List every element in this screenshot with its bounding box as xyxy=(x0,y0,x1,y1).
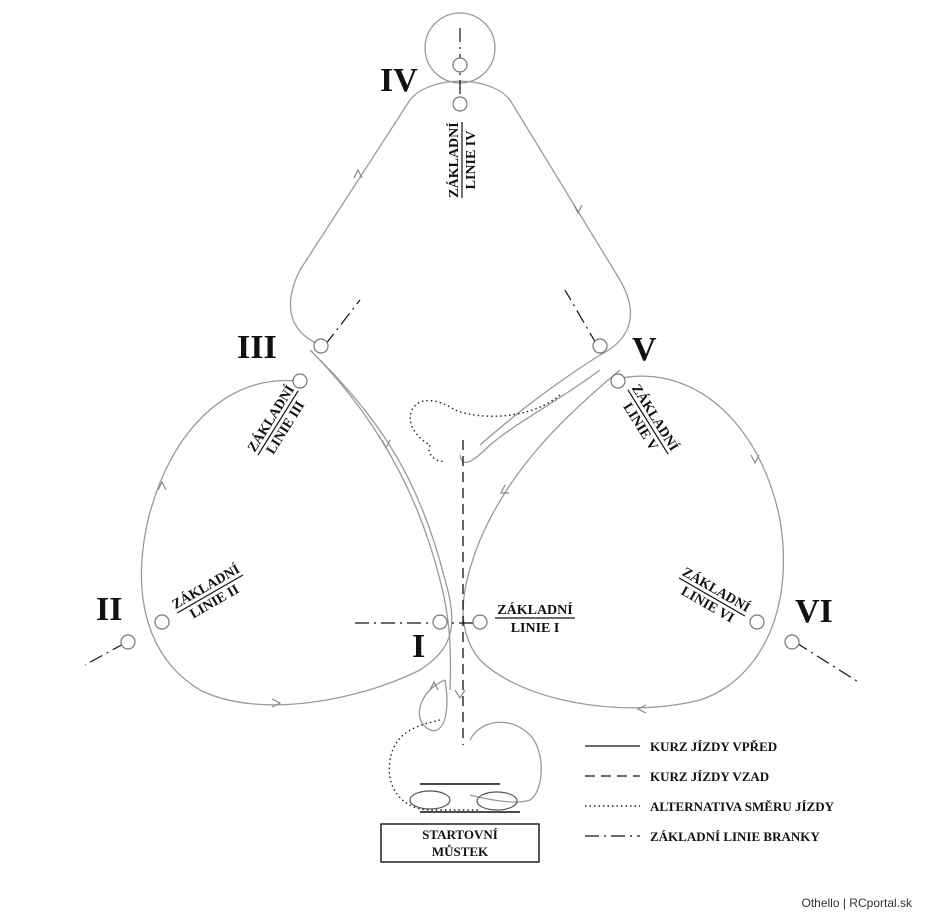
start-pier-line2: MŮSTEK xyxy=(432,844,489,859)
left-course-loop xyxy=(140,359,453,706)
arrow-right-bottom-left xyxy=(271,698,282,708)
centre-crossing-curve xyxy=(459,369,601,464)
buoy-i-right xyxy=(472,614,488,630)
start-pier: STARTOVNÍ MŮSTEK xyxy=(380,783,540,863)
legend-backward-label: KURZ JÍZDY VZAD xyxy=(650,769,769,784)
baseline-label-v: ZÁKLADNÍ LINIE V xyxy=(620,381,682,455)
credit-text: Othello | RCportal.sk xyxy=(802,896,913,910)
baseline-v-mark xyxy=(564,289,598,346)
baseline-label-vi-rule xyxy=(678,577,746,617)
legend-forward-label: KURZ JÍZDY VPŘED xyxy=(650,739,777,754)
buoy-vi-outer xyxy=(784,634,800,650)
baseline-label-iv-bottom: LINIE IV xyxy=(464,131,479,190)
legend: KURZ JÍZDY VPŘED KURZ JÍZDY VZAD ALTERNA… xyxy=(585,739,835,844)
buoy-iii-inner xyxy=(292,373,308,389)
alternative-paths xyxy=(388,394,561,811)
gate-labels: IV III V II I VI xyxy=(96,62,833,665)
baseline-ii-mark xyxy=(84,642,126,666)
baseline-vi-mark xyxy=(794,641,861,684)
buoy-i-left xyxy=(432,614,448,630)
start-right-loop xyxy=(469,721,542,803)
gate-label-vi: VI xyxy=(795,593,833,630)
arrow-down-inner-left xyxy=(381,439,391,450)
baseline-label-vi: ZÁKLADNÍ LINIE VI xyxy=(678,563,753,626)
baseline-label-iii: ZÁKLADNÍ LINIE III xyxy=(244,382,309,457)
buoy-ii-outer xyxy=(120,634,136,650)
buoy-iii-outer xyxy=(313,338,329,354)
buoy-vi-inner xyxy=(749,614,765,630)
start-pier-box xyxy=(380,823,540,863)
baseline-label-i: ZÁKLADNÍ LINIE I xyxy=(495,601,575,636)
arrow-down-start xyxy=(454,689,466,700)
base-line-marks xyxy=(84,28,861,684)
boat-left xyxy=(409,790,451,810)
arrow-down-right xyxy=(573,204,583,215)
arrow-down-far-right xyxy=(750,454,760,465)
legend-alternative-label: ALTERNATIVA SMĚRU JÍZDY xyxy=(650,799,835,814)
baseline-label-ii: ZÁKLADNÍ LINIE II xyxy=(169,560,244,622)
gate-label-ii: II xyxy=(96,591,122,628)
baseline-label-iii-rule xyxy=(257,390,299,456)
baseline-label-i-top: ZÁKLADNÍ xyxy=(497,601,572,618)
left-course-inner xyxy=(309,349,452,691)
gate-label-iv: IV xyxy=(380,62,418,99)
course-paths xyxy=(140,12,784,803)
gate-label-i: I xyxy=(412,628,425,665)
right-course-loop xyxy=(462,369,784,709)
buoys xyxy=(120,57,800,650)
arrow-inner-right xyxy=(500,484,509,494)
buoy-iv-inner xyxy=(452,96,468,112)
upper-course-loop xyxy=(289,80,632,446)
buoy-ii-inner xyxy=(154,614,170,630)
baseline-label-i-bottom: LINIE I xyxy=(511,621,560,636)
buoy-iv-outer xyxy=(452,57,468,73)
baseline-label-iv-top: ZÁKLADNÍ xyxy=(445,122,462,197)
arrow-up-start-left xyxy=(429,680,439,691)
buoy-v-inner xyxy=(610,373,626,389)
boat-right xyxy=(476,791,518,811)
gate-label-iii: III xyxy=(237,329,277,366)
start-left-loop xyxy=(418,679,448,732)
course-arrows xyxy=(157,168,760,714)
buoy-v-outer xyxy=(592,338,608,354)
baseline-iii-mark xyxy=(324,299,361,346)
alternative-upper xyxy=(409,394,561,462)
start-pier-line1: STARTOVNÍ xyxy=(422,827,498,842)
baseline-label-ii-rule xyxy=(176,574,244,614)
baseline-label-v-rule xyxy=(627,389,669,455)
arrow-up-left xyxy=(353,168,363,179)
legend-baseline-label: ZÁKLADNÍ LINIE BRANKY xyxy=(650,829,820,844)
alternative-start xyxy=(388,719,480,811)
baseline-label-iv: ZÁKLADNÍ LINIE IV xyxy=(445,122,479,198)
arrow-up-far-left xyxy=(157,480,167,491)
gate-label-v: V xyxy=(632,331,657,368)
arrow-left-bottom-right xyxy=(636,704,647,714)
